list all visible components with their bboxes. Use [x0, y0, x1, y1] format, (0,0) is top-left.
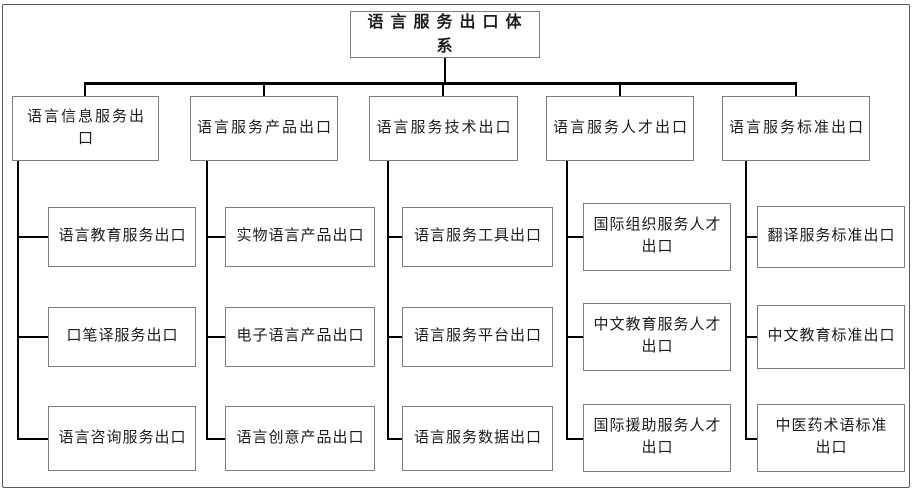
stub-branch-5-child-1 — [745, 236, 757, 238]
spine-branch-4 — [566, 160, 568, 440]
connector-drop-branch-2 — [263, 82, 265, 97]
stub-branch-3-child-2 — [387, 336, 402, 338]
leaf-node-1-1: 语言教育服务出口 — [48, 207, 196, 267]
leaf-node-4-1: 国际组织服务人才 出口 — [583, 203, 731, 271]
spine-branch-3 — [387, 160, 389, 440]
spine-branch-1 — [17, 160, 19, 440]
leaf-node-3-3: 语言服务数据出口 — [402, 406, 553, 471]
leaf-node-4-2: 中文教育服务人才 出口 — [583, 303, 731, 371]
spine-branch-2 — [206, 160, 208, 440]
root-node: 语言服务出口体系 — [350, 11, 540, 58]
connector-drop-branch-5 — [795, 82, 797, 97]
branch-node-1: 语言信息服务出口 — [12, 96, 159, 161]
stub-branch-1-child-2 — [17, 336, 48, 338]
connector-drop-branch-1 — [84, 82, 86, 97]
leaf-node-2-1: 实物语言产品出口 — [225, 207, 375, 267]
stub-branch-4-child-2 — [566, 336, 583, 338]
stub-branch-3-child-3 — [387, 438, 402, 440]
leaf-node-5-3: 中医药术语标准 出口 — [757, 404, 905, 472]
stub-branch-5-child-2 — [745, 336, 757, 338]
leaf-node-5-2: 中文教育标准出口 — [757, 305, 905, 369]
branch-node-4: 语言服务人才出口 — [546, 96, 694, 161]
leaf-node-4-3: 国际援助服务人才 出口 — [583, 404, 731, 472]
connector-root-drop — [444, 58, 446, 84]
connector-drop-branch-3 — [442, 82, 444, 97]
leaf-node-1-3: 语言咨询服务出口 — [48, 406, 196, 471]
leaf-node-1-2: 口笔译服务出口 — [48, 307, 196, 367]
stub-branch-3-child-1 — [387, 236, 402, 238]
leaf-node-2-3: 语言创意产品出口 — [225, 406, 375, 471]
branch-node-3: 语言服务技术出口 — [369, 96, 518, 161]
stub-branch-1-child-1 — [17, 236, 48, 238]
connector-level1-rail — [84, 82, 797, 85]
stub-branch-2-child-2 — [206, 336, 225, 338]
stub-branch-2-child-1 — [206, 236, 225, 238]
branch-node-5: 语言服务标准出口 — [722, 96, 870, 161]
diagram-frame — [2, 4, 910, 488]
stub-branch-5-child-3 — [745, 438, 757, 440]
stub-branch-4-child-1 — [566, 236, 583, 238]
leaf-node-2-2: 电子语言产品出口 — [225, 307, 375, 367]
leaf-node-3-1: 语言服务工具出口 — [402, 207, 553, 267]
stub-branch-1-child-3 — [17, 438, 48, 440]
leaf-node-5-1: 翻译服务标准出口 — [757, 206, 905, 268]
branch-node-2: 语言服务产品出口 — [190, 96, 338, 161]
connector-drop-branch-4 — [619, 82, 621, 97]
stub-branch-2-child-3 — [206, 438, 225, 440]
leaf-node-3-2: 语言服务平台出口 — [402, 307, 553, 367]
spine-branch-5 — [745, 160, 747, 440]
stub-branch-4-child-3 — [566, 438, 583, 440]
